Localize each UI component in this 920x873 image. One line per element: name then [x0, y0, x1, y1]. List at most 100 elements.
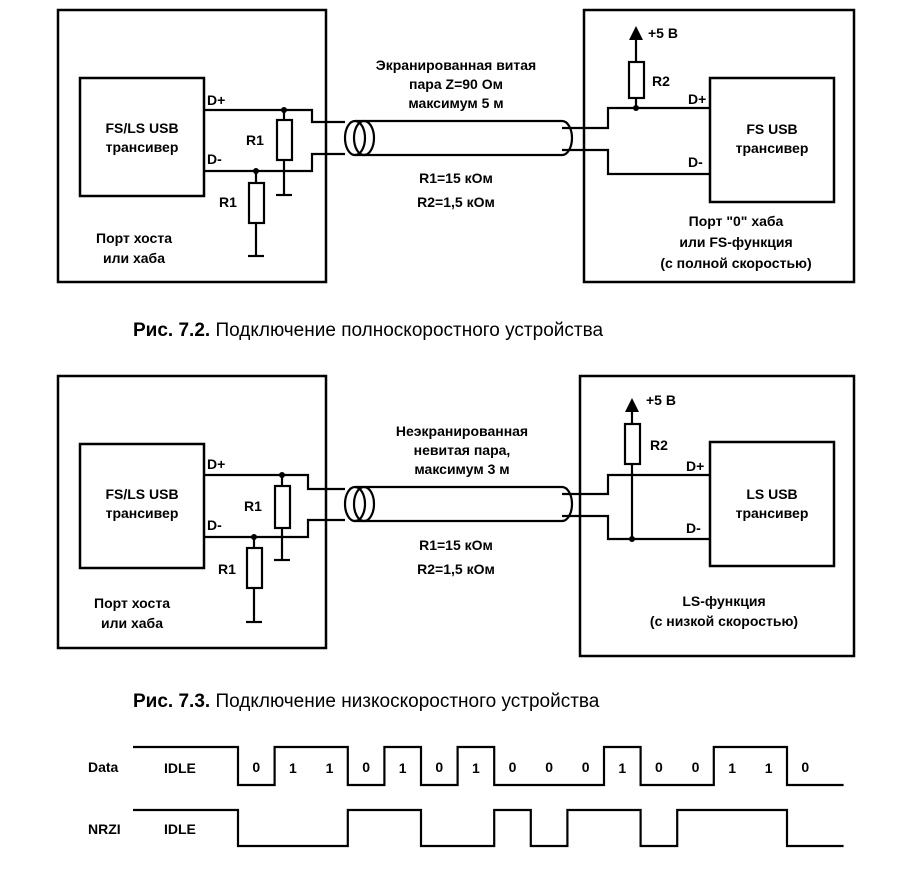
figure-7-3: FS/LS USB трансивер D+ D- R1 R1 Порт хос…	[56, 374, 856, 712]
host-dplus-label: D+	[207, 456, 225, 472]
r1-lower-label: R1	[219, 194, 237, 210]
unshielded-cable	[343, 485, 574, 523]
bit-label: 1	[289, 760, 297, 776]
cable-description-line1: Экранированная витая	[376, 57, 536, 73]
cable-description-line2: пара Z=90 Ом	[409, 76, 503, 92]
figure-7-3-caption: Рис. 7.3. Подключение низкоскоростного у…	[133, 691, 600, 712]
cable-description-line1: Неэкранированная	[396, 423, 528, 439]
host-dminus-label: D-	[207, 517, 222, 533]
host-dplus-wire	[204, 473, 345, 491]
bit-label: 0	[582, 759, 590, 775]
device-transceiver-label-line2: трансивер	[736, 505, 809, 521]
host-dplus-label: D+	[207, 92, 225, 108]
bit-label: 0	[509, 759, 517, 775]
nrzi-waveform	[133, 808, 844, 848]
device-dplus-wire	[562, 473, 710, 496]
device-caption-line1: Порт "0" хаба	[689, 213, 784, 229]
host-transceiver-label-line2: трансивер	[106, 505, 179, 521]
host-port-box	[56, 8, 328, 284]
bit-label: 1	[399, 760, 407, 776]
device-transceiver-label-line2: трансивер	[736, 140, 809, 156]
host-dminus-label: D-	[207, 151, 222, 167]
host-caption-line1: Порт хоста	[96, 230, 172, 246]
device-transceiver-box	[708, 440, 836, 568]
device-caption-line1: LS-функция	[682, 593, 765, 609]
shielded-cable	[343, 119, 574, 157]
device-caption-line2: или FS-функция	[679, 234, 792, 250]
nrzi-signal-label: NRZI	[88, 821, 121, 837]
resistor-value-r1: R1=15 кОм	[419, 537, 493, 553]
host-caption-line2: или хаба	[101, 615, 163, 631]
bit-label: 0	[692, 759, 700, 775]
bit-label: 0	[252, 759, 260, 775]
bit-label: 0	[801, 759, 809, 775]
junction-dot	[253, 168, 259, 174]
device-dminus-label: D-	[686, 520, 701, 536]
host-caption-line2: или хаба	[103, 250, 165, 266]
host-dplus-wire	[204, 108, 345, 124]
device-port-box	[582, 8, 856, 284]
resistor-value-r2: R2=1,5 кОм	[417, 561, 495, 577]
device-dplus-label: D+	[688, 91, 706, 107]
bit-label: 1	[728, 760, 736, 776]
bit-label: 1	[618, 760, 626, 776]
host-transceiver-box	[78, 442, 206, 570]
cable-description-line3: максимум 5 м	[408, 95, 503, 111]
figure-7-2: FS/LS USB трансивер D+ D- R1 R1 Порт хос…	[56, 8, 856, 341]
cable-description-line2: невитая пара,	[414, 442, 511, 458]
r2-label: R2	[650, 437, 668, 453]
cable-description-line3: максимум 3 м	[414, 461, 509, 477]
junction-dot	[279, 472, 285, 478]
r1-upper-resistor	[273, 484, 292, 530]
device-dminus-wire	[562, 514, 710, 541]
device-transceiver-label-line1: LS USB	[746, 486, 797, 502]
device-dplus-label: D+	[686, 458, 704, 474]
r1-lower-resistor	[247, 181, 266, 225]
bit-label: 1	[765, 760, 773, 776]
bit-label: 1	[472, 760, 480, 776]
device-dplus-wire	[562, 106, 710, 130]
r1-upper-label: R1	[244, 498, 262, 514]
supply-label: +5 В	[646, 392, 676, 408]
device-transceiver-label-line1: FS USB	[746, 121, 797, 137]
nrzi-idle-label: IDLE	[164, 821, 196, 837]
host-transceiver-label-line1: FS/LS USB	[105, 486, 178, 502]
bit-label: 0	[655, 759, 663, 775]
junction-dot	[633, 105, 639, 111]
r1-lower-resistor	[245, 546, 264, 590]
device-dminus-label: D-	[688, 154, 703, 170]
supply-arrow-icon	[625, 398, 639, 412]
device-dminus-wire	[562, 148, 710, 176]
data-signal-label: Data	[88, 759, 119, 775]
host-port-box	[56, 374, 328, 650]
bit-label: 0	[362, 759, 370, 775]
bit-label: 0	[435, 759, 443, 775]
r2-resistor	[627, 60, 646, 100]
resistor-value-r1: R1=15 кОм	[419, 170, 493, 186]
bit-label: 0	[545, 759, 553, 775]
r1-lower-label: R1	[218, 561, 236, 577]
host-caption-line1: Порт хоста	[94, 595, 170, 611]
device-caption-line3: (с полной скоростью)	[660, 255, 811, 271]
figure-7-2-caption: Рис. 7.2. Подключение полноскоростного у…	[133, 320, 603, 341]
resistor-value-r2: R2=1,5 кОм	[417, 194, 495, 210]
r1-upper-resistor	[275, 118, 294, 162]
host-transceiver-label-line1: FS/LS USB	[105, 120, 178, 136]
r2-resistor	[623, 422, 642, 466]
host-dminus-wire	[204, 152, 345, 173]
host-transceiver-label-line2: трансивер	[106, 139, 179, 155]
r2-label: R2	[652, 73, 670, 89]
data-idle-label: IDLE	[164, 760, 196, 776]
host-transceiver-box	[78, 76, 206, 198]
junction-dot	[629, 536, 635, 542]
device-caption-line2: (с низкой скоростью)	[650, 613, 798, 629]
r1-upper-label: R1	[246, 132, 264, 148]
data-waveform	[133, 745, 844, 787]
junction-dot	[251, 534, 257, 540]
junction-dot	[281, 107, 287, 113]
device-transceiver-box	[708, 76, 836, 204]
